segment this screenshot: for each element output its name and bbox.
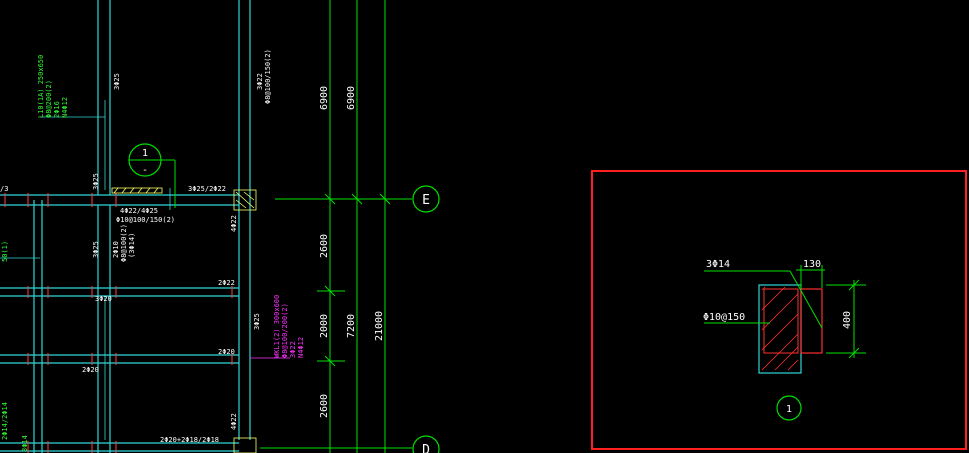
beam-label-green: L10(1A) 250x650 xyxy=(37,55,45,118)
beam-label: Φ8@100(2) xyxy=(120,224,128,262)
detail-dimensions xyxy=(704,265,866,359)
beam-section xyxy=(758,284,823,374)
beam-label-magenta: N4Φ12 xyxy=(297,337,305,358)
beam-joint-markers xyxy=(4,193,233,453)
beam-label: 2Φ20 xyxy=(82,366,99,374)
beam-label-magenta: Φ8@100/200(2) xyxy=(281,303,289,358)
beam-label: (3Φ14) xyxy=(128,233,136,258)
detail-height-dim: 400 xyxy=(842,311,853,329)
section-detail-panel[interactable]: 3Φ14 Φ10@150 130 400 1 xyxy=(591,170,967,450)
dimension-text: 2600 xyxy=(319,234,330,258)
dimension-text: 2600 xyxy=(319,394,330,418)
beam-label: 2Φ20+2Φ18/2Φ18 xyxy=(160,436,219,444)
beam-label-green: 50(1) xyxy=(1,241,9,262)
dimension-text: 6900 xyxy=(319,86,330,110)
beam-label: 3Φ20 xyxy=(95,295,112,303)
detail-section-number: 1 xyxy=(786,404,792,415)
grid-axis-d-label: D xyxy=(422,443,430,453)
beam-label: /3 xyxy=(0,185,8,193)
beam-plan xyxy=(0,0,251,453)
grid-axis-e-label: E xyxy=(422,193,430,208)
beam-label: 3Φ25 xyxy=(253,313,261,330)
section-marker-dash: - xyxy=(142,165,148,176)
beam-label: Φ8@100/150(2) xyxy=(264,49,272,104)
detail-rebar-top: 3Φ14 xyxy=(706,259,730,270)
section-marker-number: 1 xyxy=(142,148,148,159)
beam-label: 3Φ25 xyxy=(113,73,121,90)
section-marker: 1 - xyxy=(128,143,176,208)
beam-label-green: 3Φ14 xyxy=(21,435,29,452)
beam-label-green: 2Φ16 xyxy=(53,101,61,118)
dimension-text: 7200 xyxy=(346,314,357,338)
column-hatch xyxy=(111,187,257,453)
leader-lines xyxy=(0,100,171,440)
beam-label: 2Φ20 xyxy=(218,348,235,356)
detail-section-label: 1 xyxy=(776,395,802,421)
grid-axis-d: D xyxy=(412,435,440,453)
beam-label: 4Φ22 xyxy=(230,413,238,430)
dimension-lines xyxy=(260,0,412,453)
detail-stirrup: Φ10@150 xyxy=(703,312,745,323)
dimension-text: 6900 xyxy=(346,86,357,110)
beam-label-green: N4Φ12 xyxy=(61,97,69,118)
beam-label: 2Φ10 xyxy=(112,241,120,258)
beam-label-magenta: WKL1(2) 300x600 xyxy=(273,295,281,358)
beam-label-green: Φ8@200(2) xyxy=(45,80,53,118)
beam-label-magenta: 3Φ22 xyxy=(289,341,297,358)
highlight-box xyxy=(591,170,967,450)
beam-label-green: 2Φ14/2Φ14 xyxy=(1,402,9,440)
beam-label: 3Φ25 xyxy=(92,173,100,190)
beam-label: 3Φ25/2Φ22 xyxy=(188,185,226,193)
beam-label: 4Φ22 xyxy=(230,215,238,232)
beam-label: Φ10@100/150(2) xyxy=(116,216,175,224)
dimension-text: 21000 xyxy=(374,311,385,341)
beam-label: 4Φ22/4Φ25 xyxy=(120,207,158,215)
dimension-text: 2000 xyxy=(319,314,330,338)
beam-label: 2Φ22 xyxy=(218,279,235,287)
beam-label: 3Φ25 xyxy=(92,241,100,258)
grid-axis-e: E xyxy=(412,185,440,213)
detail-width-dim: 130 xyxy=(803,259,821,270)
beam-label: 3Φ22 xyxy=(256,73,264,90)
